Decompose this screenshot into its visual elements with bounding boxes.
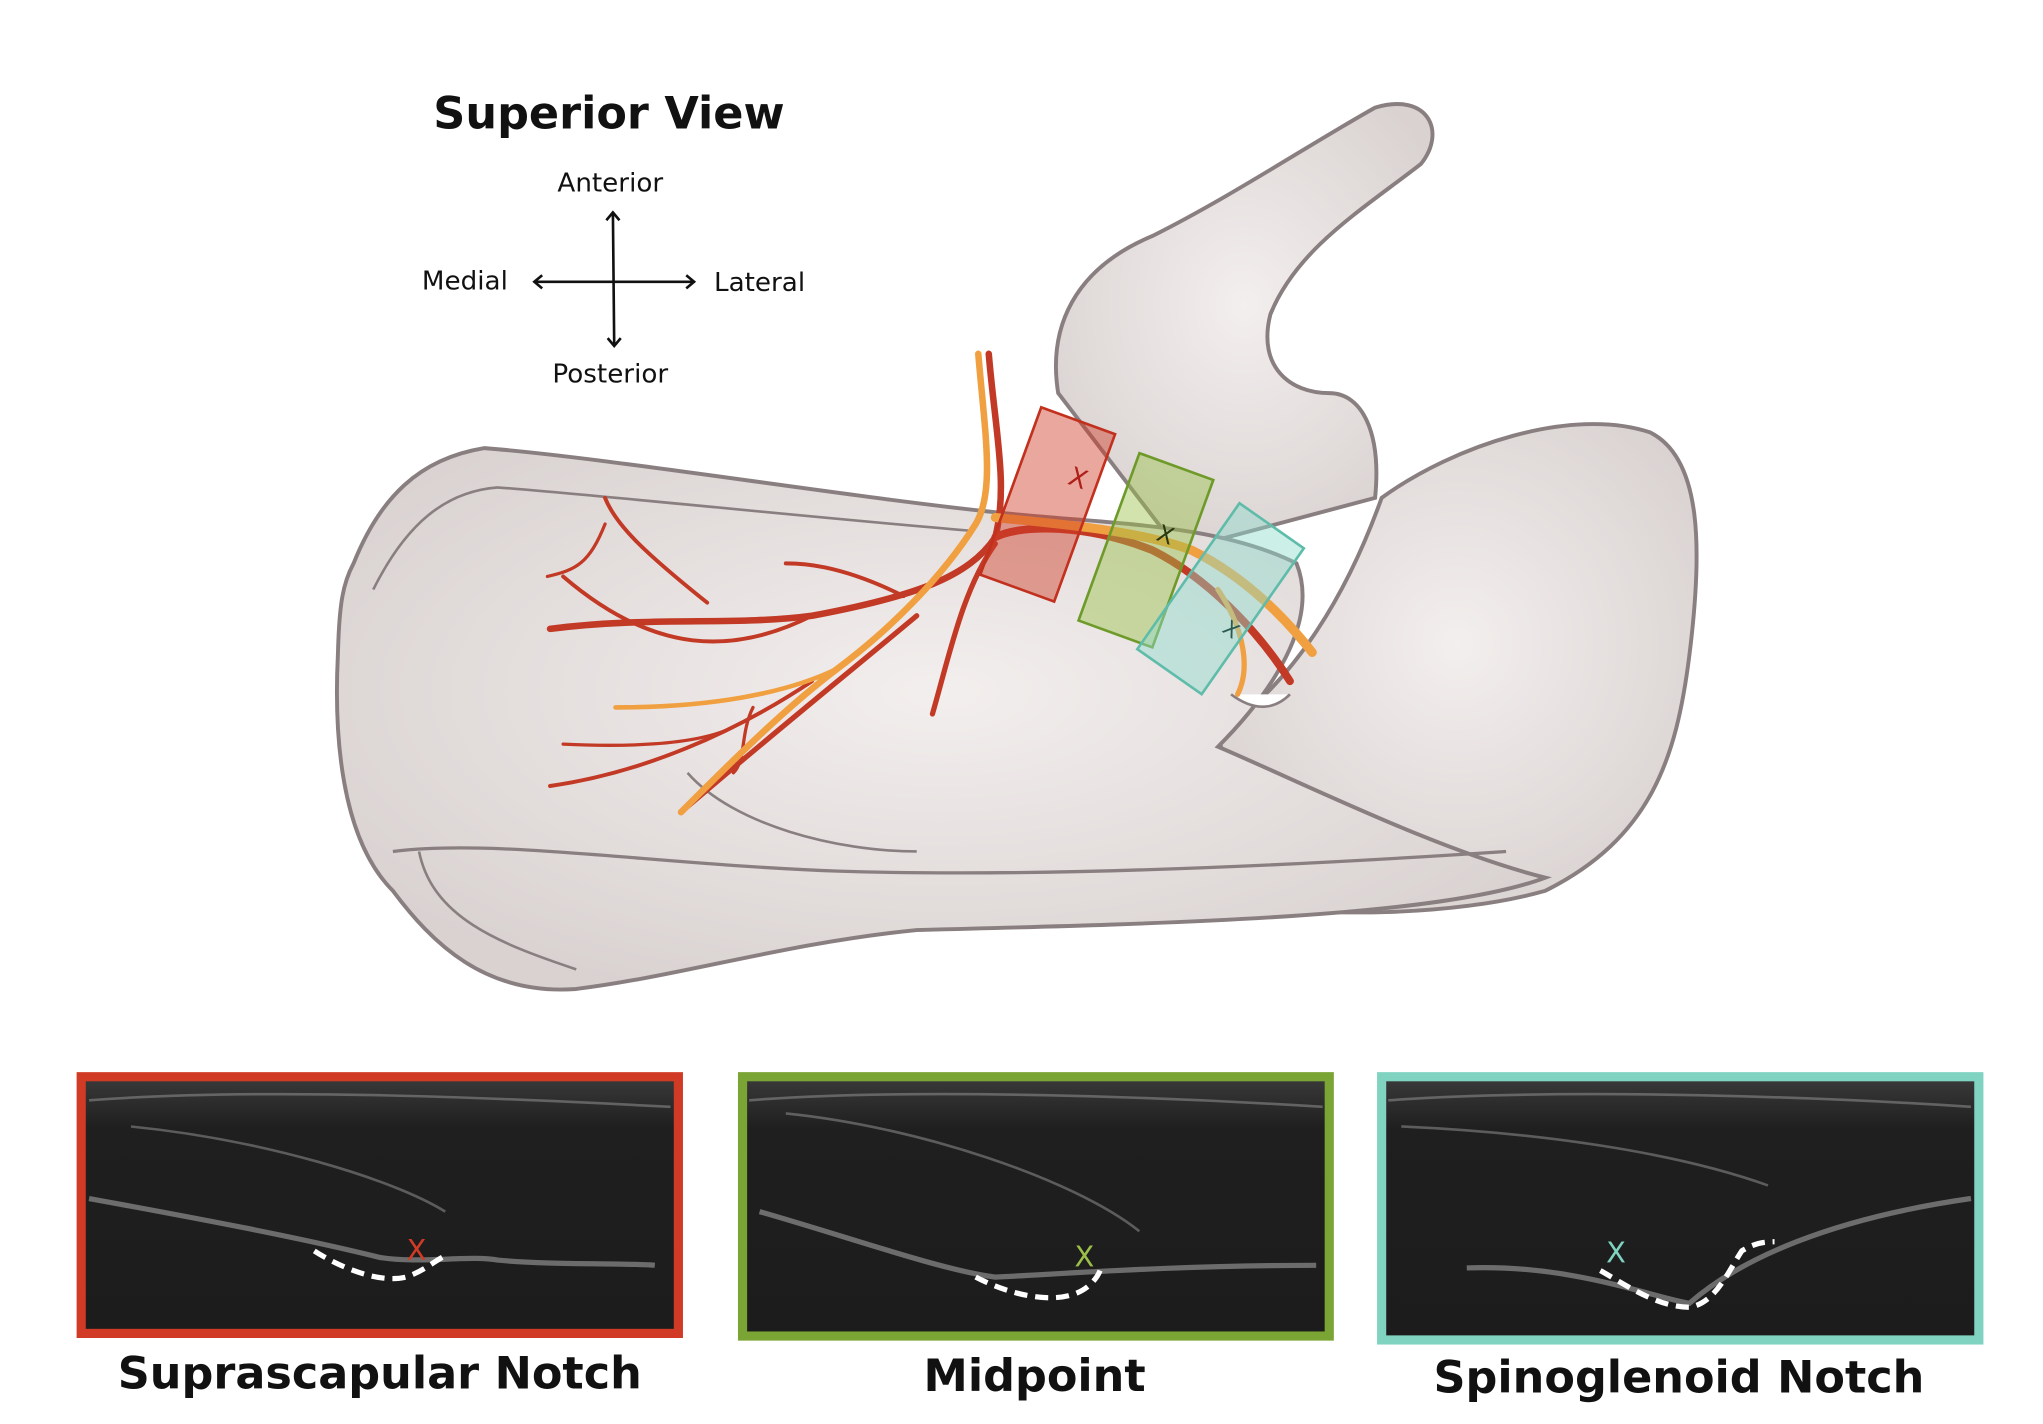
panel-marker-x: X	[407, 1233, 427, 1267]
ultrasound-panel-spinoglenoid: X Spinoglenoid Notch	[1377, 1072, 1984, 1403]
label-anterior: Anterior	[557, 168, 663, 198]
label-posterior: Posterior	[552, 360, 668, 390]
ultrasound-panel-midpoint: X Midpoint	[737, 1072, 1334, 1402]
suprascapular-artery	[545, 350, 1294, 815]
panel-marker-x: X	[1074, 1240, 1094, 1274]
ultrasound-panel-suprascapular: X Suprascapular Notch	[76, 1072, 683, 1399]
panel-label-suprascapular-notch: Suprascapular Notch	[118, 1348, 642, 1399]
zone-suprascapular-notch: X	[978, 405, 1117, 604]
suprascapular-nerve	[613, 350, 1317, 816]
panel-label-midpoint: Midpoint	[924, 1351, 1146, 1402]
panel-label-spinoglenoid-notch: Spinoglenoid Notch	[1433, 1352, 1924, 1403]
zone-midpoint: X	[1076, 451, 1215, 650]
zone-spinoglenoid-notch: X	[1135, 501, 1306, 697]
page-title: Superior View	[433, 89, 784, 140]
label-medial: Medial	[422, 267, 508, 297]
label-lateral: Lateral	[714, 268, 805, 298]
panel-marker-x: X	[1606, 1236, 1626, 1270]
compass-arrows-icon	[532, 210, 697, 349]
